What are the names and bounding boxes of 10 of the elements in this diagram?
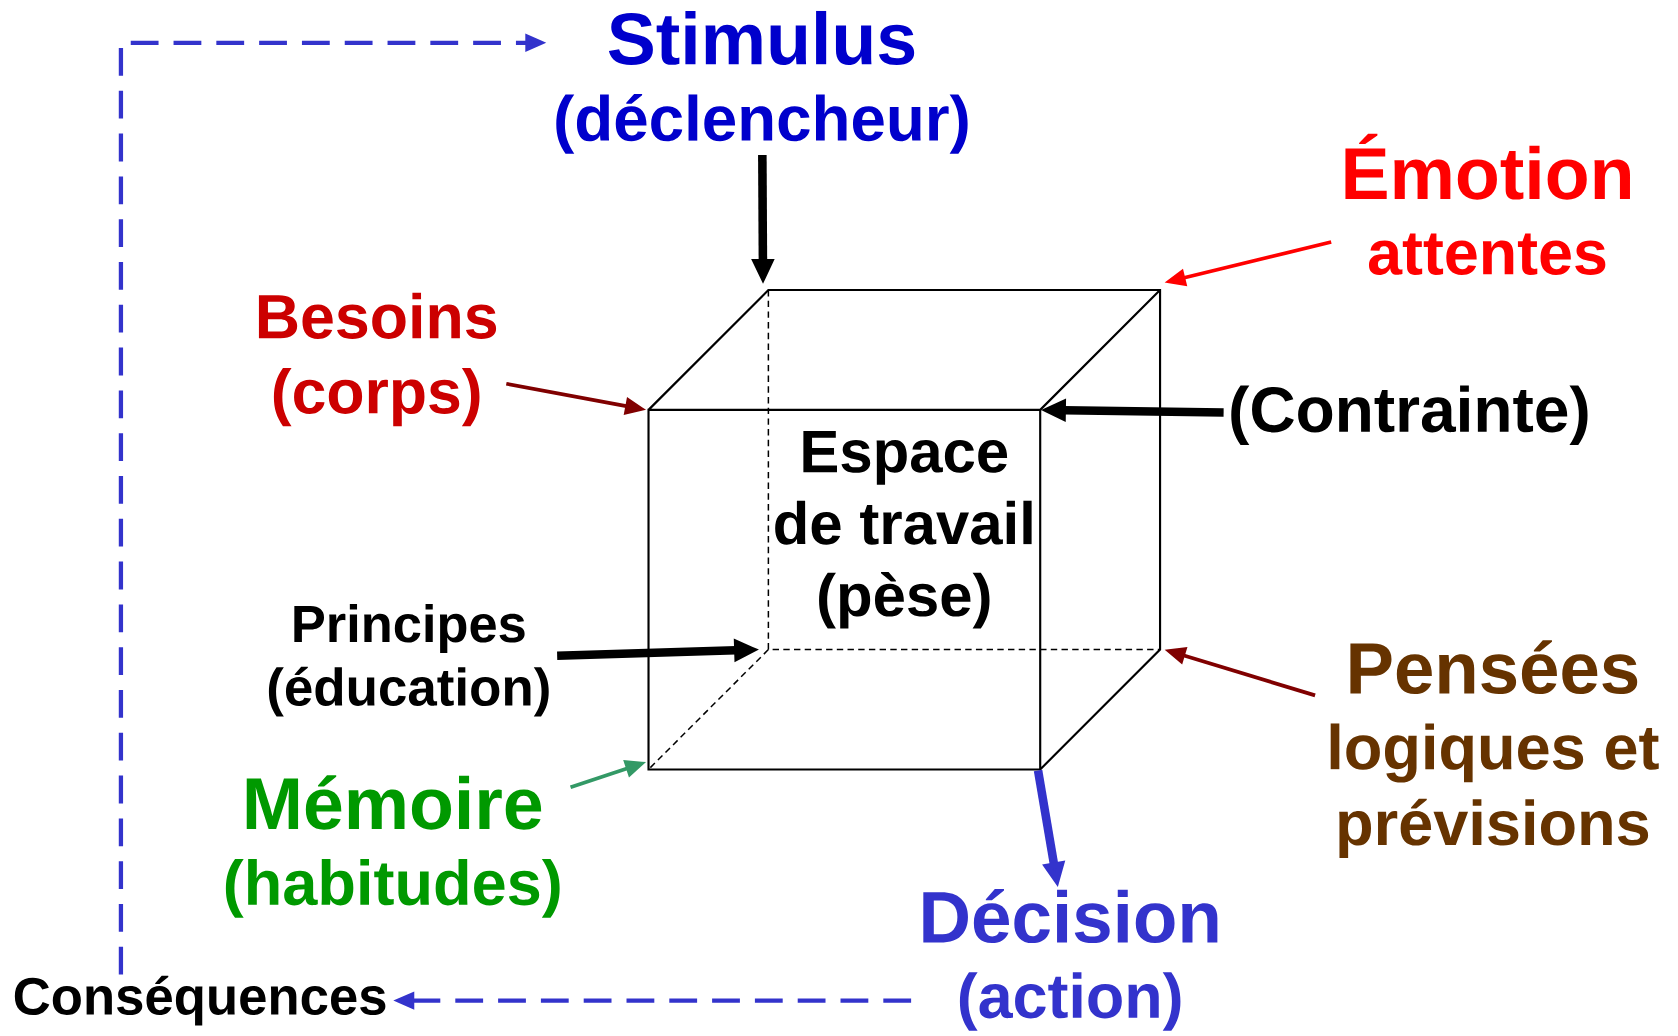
text-label: Décision (action) <box>923 889 1218 1031</box>
text-label: Conséquences <box>14 975 386 1026</box>
text-label: Stimulus (déclencheur) <box>556 11 968 154</box>
text-label: (Contrainte) <box>1231 385 1588 446</box>
text-label: Besoins (corps) <box>258 292 497 427</box>
text-label: Émotion attentes <box>1345 133 1630 275</box>
text-label: Principes (éducation) <box>268 604 549 717</box>
cube: Espace de travail (pèse) <box>647 289 1162 771</box>
text-label: Mémoire (habitudes) <box>225 775 560 918</box>
text-label: Pensées logiques et prévisions <box>1330 640 1659 859</box>
